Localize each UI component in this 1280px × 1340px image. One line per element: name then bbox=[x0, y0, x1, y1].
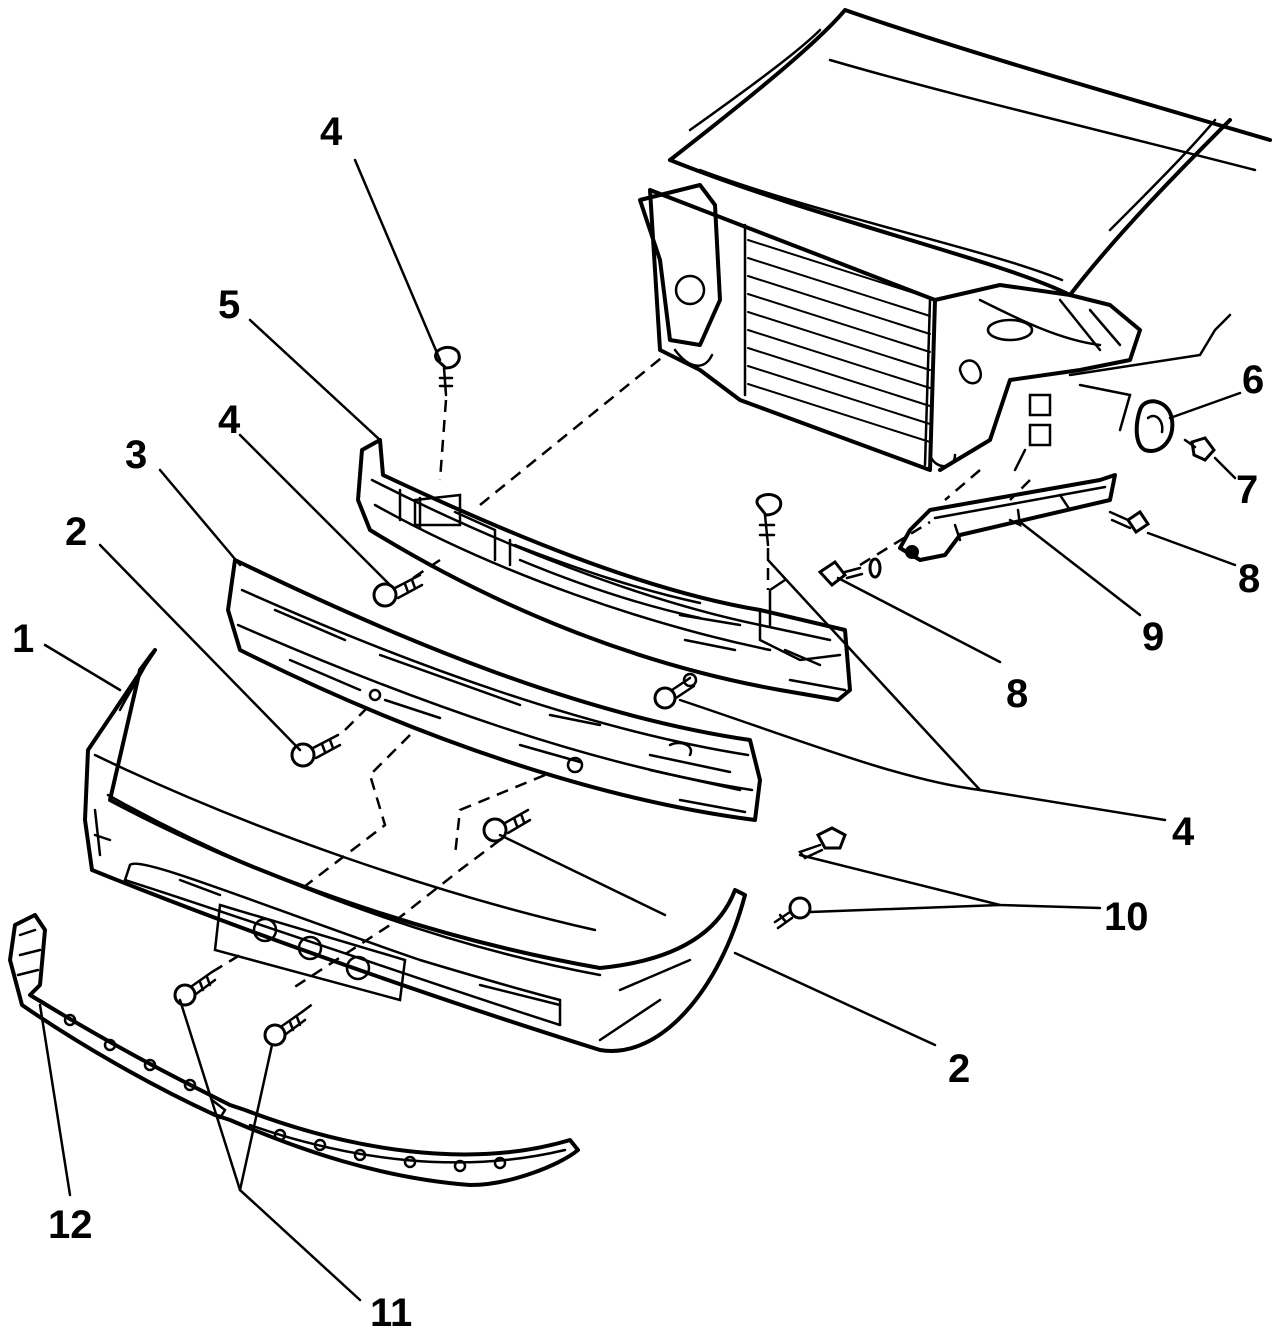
callout-8-lower: 8 bbox=[1006, 672, 1028, 716]
callout-3: 3 bbox=[125, 433, 147, 477]
side-bracket-part-9 bbox=[898, 473, 1117, 562]
callout-4-right: 4 bbox=[1172, 810, 1195, 854]
callout-7: 7 bbox=[1236, 468, 1258, 512]
clip-part-6 bbox=[1134, 399, 1175, 453]
callout-1: 1 bbox=[12, 617, 34, 661]
bolt-fastener bbox=[1108, 509, 1151, 535]
callout-11: 11 bbox=[370, 1291, 412, 1335]
bolt-fastener bbox=[482, 808, 532, 843]
callout-6: 6 bbox=[1242, 358, 1264, 402]
assembly-dashed-lines bbox=[211, 354, 1031, 1013]
vehicle-front-body bbox=[638, 8, 1272, 472]
callout-4-left: 4 bbox=[218, 398, 241, 442]
callout-12: 12 bbox=[48, 1203, 93, 1247]
callout-4-top: 4 bbox=[320, 110, 343, 154]
push-pin-fastener bbox=[434, 346, 461, 397]
bolt-fastener bbox=[290, 733, 342, 768]
leader-lines bbox=[38, 158, 1242, 1302]
bolt-fastener bbox=[773, 896, 812, 930]
callout-2-left: 2 bbox=[65, 510, 87, 554]
bolt-fastener bbox=[797, 826, 847, 860]
callout-10: 10 bbox=[1104, 895, 1149, 939]
bolt-fastener bbox=[263, 1010, 307, 1047]
bumper-beam-part-3 bbox=[226, 558, 762, 822]
bolt-fastener bbox=[817, 557, 882, 588]
callout-8-right: 8 bbox=[1238, 557, 1260, 601]
callout-labels: 1 2 2 3 4 4 4 5 6 7 8 8 9 10 11 12 bbox=[12, 110, 1264, 1335]
callout-9: 9 bbox=[1142, 615, 1164, 659]
callout-2-right: 2 bbox=[948, 1047, 970, 1091]
push-pin-fastener bbox=[755, 493, 783, 547]
lower-spoiler-part-12 bbox=[8, 913, 580, 1187]
bolt-fastener bbox=[653, 672, 698, 710]
fasteners bbox=[173, 346, 1216, 1047]
bolt-fastener bbox=[1183, 436, 1216, 462]
callout-5: 5 bbox=[218, 283, 240, 327]
bolt-fastener bbox=[372, 573, 424, 608]
bumper-cover-part-1 bbox=[83, 648, 747, 1053]
bumper-absorber-part-5 bbox=[356, 438, 852, 702]
